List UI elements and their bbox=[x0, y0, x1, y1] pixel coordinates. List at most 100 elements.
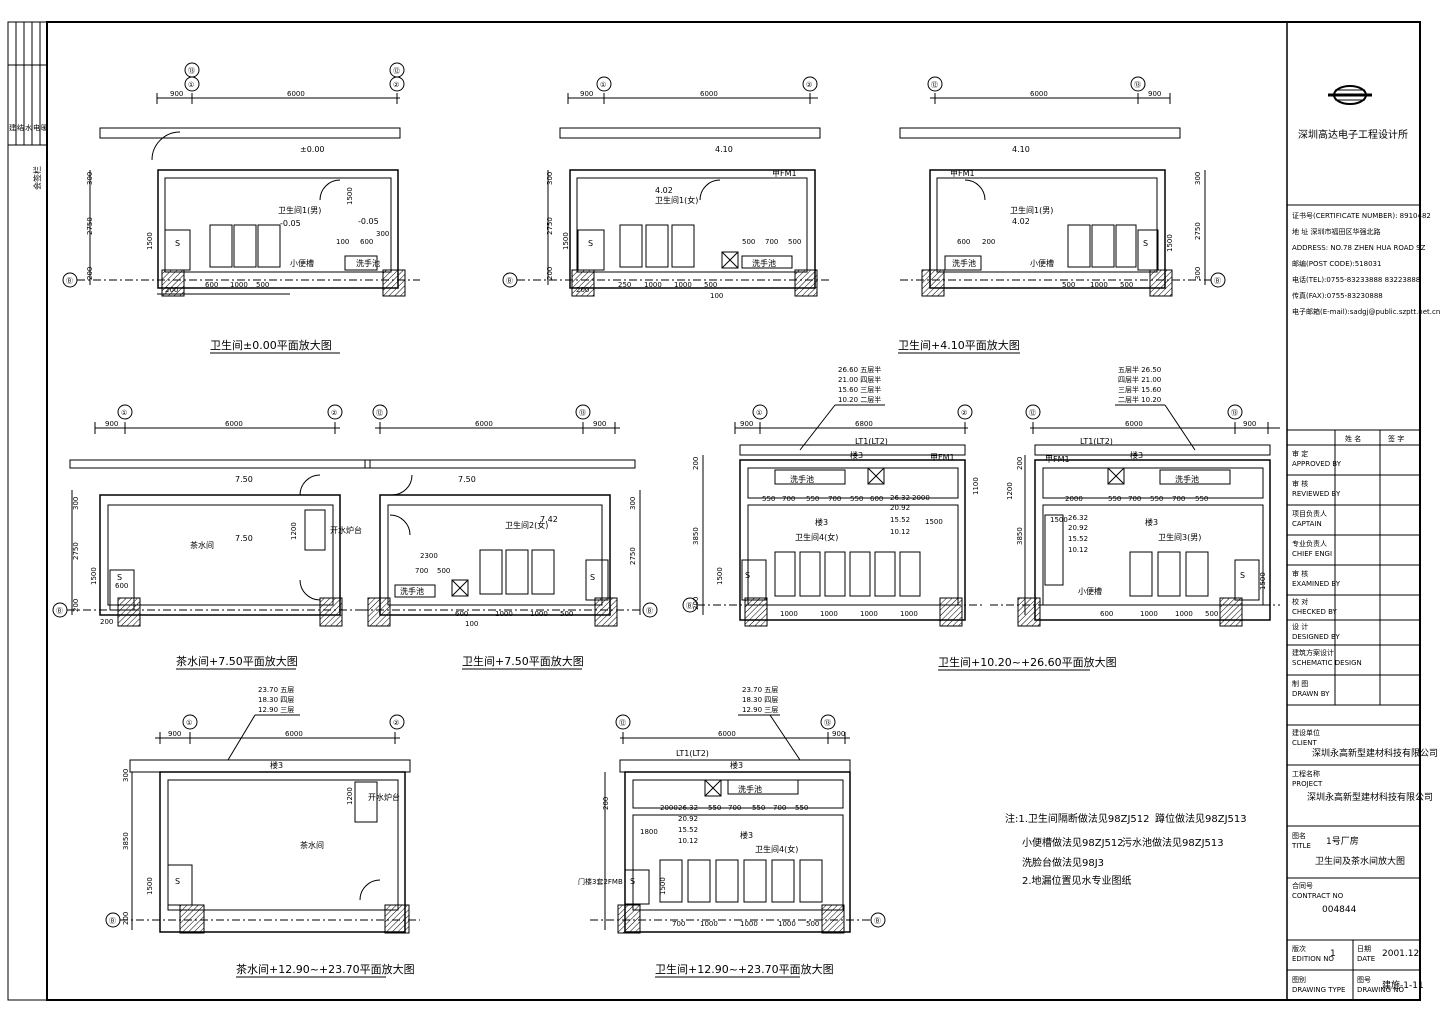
firm-fax: 传真(FAX):0755-83230888 bbox=[1292, 291, 1383, 300]
drawing-title: 卫生间及茶水间放大图 bbox=[1315, 855, 1405, 867]
title-label-en: TITLE bbox=[1291, 842, 1311, 850]
dim-text: 700 bbox=[782, 495, 795, 503]
axis-label: Ⓑ bbox=[1214, 277, 1221, 285]
axis-label: ⑫ bbox=[931, 81, 938, 89]
fixture-label: S bbox=[630, 877, 635, 886]
axis-label: ① bbox=[188, 81, 194, 89]
door-tag: 甲FM1 bbox=[930, 453, 955, 462]
dim-text: 600 bbox=[115, 582, 128, 590]
note-line: 小便槽做法见98ZJ512 bbox=[1022, 836, 1124, 849]
stair-label: 楼3 bbox=[815, 517, 828, 527]
stair-label: 楼3 bbox=[850, 450, 863, 460]
dim-text: 900 bbox=[1243, 420, 1256, 428]
note-line: 洗脸台做法见98J3 bbox=[1022, 856, 1104, 869]
level-mark: 20.92 bbox=[890, 504, 910, 512]
plan-title-pantry-1290: 茶水间+12.90~+23.70平面放大图 bbox=[236, 962, 415, 976]
dim-text: 200 bbox=[165, 286, 178, 294]
dim-text: 500 bbox=[437, 567, 450, 575]
firm-address-en: ADDRESS: NO.78 ZHEN HUA ROAD SZ bbox=[1292, 244, 1426, 252]
sign-header-name: 姓 名 bbox=[1345, 434, 1361, 443]
firm-postcode: 邮编(POST CODE):518031 bbox=[1292, 259, 1381, 268]
dim-text: 600 bbox=[957, 238, 970, 246]
sign-cell-5: 暖 bbox=[41, 124, 48, 132]
dim-text: 1000 bbox=[1090, 281, 1108, 289]
axis-label: ② bbox=[393, 719, 399, 727]
fixture-label: S bbox=[588, 239, 593, 248]
dim-text: 500 bbox=[742, 238, 755, 246]
level-mark: 4.02 bbox=[1012, 217, 1030, 226]
dim-text: 550 bbox=[850, 495, 863, 503]
stair-tag: LT1(LT2) bbox=[1080, 437, 1113, 446]
level-mark: 26.32 bbox=[890, 494, 910, 502]
level-mark: 4.10 bbox=[715, 145, 733, 154]
project-name: 深圳永高新型建材科技有限公司 bbox=[1307, 791, 1433, 803]
dim-text: 1200 bbox=[1006, 482, 1014, 500]
level-mark: -0.05 bbox=[358, 217, 379, 226]
role-label: 审 核 bbox=[1292, 569, 1308, 578]
dim-text: 300 bbox=[72, 497, 80, 510]
dim-text: 250 bbox=[618, 281, 631, 289]
axis-label: Ⓑ bbox=[109, 917, 116, 925]
fixture-label: S bbox=[117, 573, 122, 582]
dim-text: 1500 bbox=[925, 518, 943, 526]
building-name: 1号厂房 bbox=[1326, 835, 1359, 847]
dim-text: 600 bbox=[870, 495, 883, 503]
level-list: 二层半 10.20 bbox=[1118, 395, 1161, 404]
contract-label-en: CONTRACT NO bbox=[1292, 892, 1344, 900]
left-signature-strip: 建 结 水 电 暖 会签栏 bbox=[7, 21, 48, 1001]
plan-restroom-1020-female: 26.60 五层半 21.00 四层半 15.60 三层半 10.20 二层半 … bbox=[682, 365, 985, 627]
level-mark: 10.12 bbox=[678, 837, 698, 845]
dim-text: 600 bbox=[1100, 610, 1113, 618]
fixture-label: 洗手池 bbox=[738, 784, 762, 794]
axis-label: Ⓑ bbox=[66, 277, 73, 285]
dim-text: 600 bbox=[360, 238, 373, 246]
note-line: 污水池做法见98ZJ513 bbox=[1122, 836, 1224, 849]
fixture-label: S bbox=[175, 239, 180, 248]
dim-text: 6800 bbox=[855, 420, 873, 428]
room-name: 卫生间1(女) bbox=[655, 195, 698, 205]
dim-text: 700 bbox=[773, 804, 786, 812]
dim-text: 550 bbox=[752, 804, 765, 812]
level-mark: 4.10 bbox=[1012, 145, 1030, 154]
dim-text: 6000 bbox=[1125, 420, 1143, 428]
dim-text: 500 bbox=[704, 281, 717, 289]
dim-text: 550 bbox=[762, 495, 775, 503]
dim-text: 2750 bbox=[629, 547, 637, 565]
dim-text: 1000 bbox=[530, 610, 548, 618]
dim-text: 900 bbox=[1148, 90, 1161, 98]
dim-text: 550 bbox=[795, 804, 808, 812]
dim-text: 1000 bbox=[230, 281, 248, 289]
plan-restroom-000: 900 6000 ⑬ ① ⑫ ② Ⓑ ±0.00 卫生间1(男) -0.05 -… bbox=[62, 62, 420, 297]
dim-text: 1000 bbox=[644, 281, 662, 289]
dim-text: 6000 bbox=[285, 730, 303, 738]
dim-text: 1000 bbox=[1140, 610, 1158, 618]
axis-label: ② bbox=[961, 409, 967, 417]
drawing-number: 建施-1-11 bbox=[1382, 979, 1424, 991]
contract-number: 004844 bbox=[1322, 905, 1357, 915]
level-mark: 7.50 bbox=[235, 475, 253, 484]
sign-cell-3: 水 bbox=[25, 123, 32, 132]
fixture-label: S bbox=[175, 877, 180, 886]
room-name: 卫生间3(男) bbox=[1158, 532, 1201, 542]
dim-text: 1000 bbox=[740, 920, 758, 928]
fixture-label: 小便槽 bbox=[1030, 258, 1054, 268]
stair-label: 楼3 bbox=[730, 760, 743, 770]
stair-label: 楼3 bbox=[1145, 517, 1158, 527]
level-list: 五层半 26.50 bbox=[1118, 365, 1161, 374]
room-name: 卫生间1(男) bbox=[278, 205, 321, 215]
dim-text: 550 bbox=[1108, 495, 1121, 503]
sign-cell-4: 电 bbox=[33, 123, 40, 132]
door-tag: 门楼3套2FMB bbox=[578, 877, 623, 886]
dim-text: 200 bbox=[692, 457, 700, 470]
dim-text: 3850 bbox=[122, 832, 130, 850]
dim-text: 550 bbox=[806, 495, 819, 503]
dim-text: 1500 bbox=[1259, 572, 1267, 590]
dim-text: 1100 bbox=[972, 477, 980, 495]
fixture-label: S bbox=[1240, 571, 1245, 580]
level-list: 21.00 四层半 bbox=[838, 375, 881, 384]
level-mark: 7.50 bbox=[235, 534, 253, 543]
client-label: 建设单位 bbox=[1292, 728, 1320, 737]
plan-pantry-750: 900 6000 ① ② Ⓑ 7.50 7.50 茶水间 开水炉台 S 300 … bbox=[52, 404, 371, 627]
role-label-en: CAPTAIN bbox=[1292, 520, 1322, 528]
dim-text: 300 bbox=[1194, 172, 1202, 185]
